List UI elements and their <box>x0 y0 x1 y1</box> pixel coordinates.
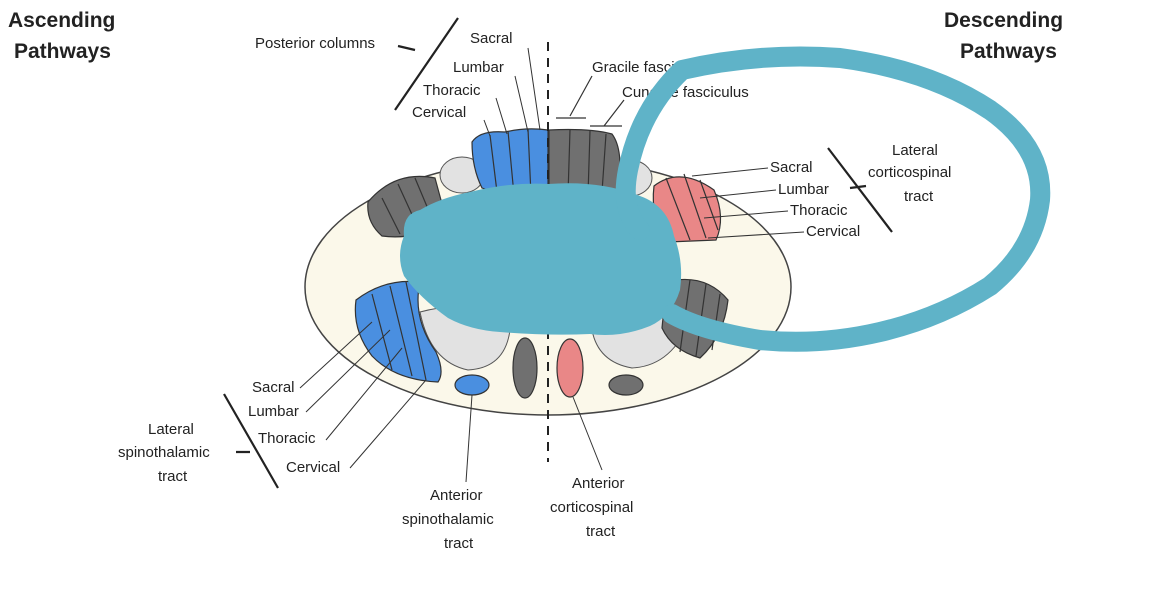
lcst-cervical-label: Cervical <box>806 223 860 240</box>
annotation-loop <box>615 46 1051 352</box>
lcst-lumbar-label: Lumbar <box>778 181 829 198</box>
ast-title-line2: spinothalamic <box>402 511 494 528</box>
gracile-cuneate-leaders <box>556 75 625 127</box>
lstt-leaders <box>299 321 427 469</box>
act-title-line3: tract <box>586 523 616 540</box>
descending-title-line1: Descending <box>944 9 1063 32</box>
posterior-leaders <box>483 47 541 137</box>
lstt-cervical-label: Cervical <box>286 459 340 476</box>
descending-title-line2: Pathways <box>960 40 1057 63</box>
act-title-line2: corticospinal <box>550 499 633 516</box>
anterior-gray-tract-left <box>512 337 538 399</box>
lcst-bracket <box>827 147 893 233</box>
cuneate-label: Cuneate fasciculus <box>622 84 749 101</box>
lstt-title-line1: Lateral <box>148 421 194 438</box>
lcst-title-line3: tract <box>904 188 934 205</box>
lcst-leaders <box>691 167 805 239</box>
lstt-bracket <box>223 393 279 489</box>
anterior-spinothalamic-tract-shape <box>454 374 490 396</box>
lateral-spinothalamic-tract <box>354 280 442 383</box>
ast-title-line1: Anterior <box>430 487 483 504</box>
lstt-thoracic-label: Thoracic <box>258 430 316 447</box>
ast-title-line3: tract <box>444 535 474 552</box>
anterior-corticospinal-leader <box>572 396 603 471</box>
annotation-blob <box>400 183 682 335</box>
anterior-corticospinal-tract-shape <box>556 338 584 398</box>
lcst-title-line2: corticospinal <box>868 164 951 181</box>
posterior-columns-leader <box>394 17 459 111</box>
lstt-title-line3: tract <box>158 468 188 485</box>
anterior-spinothalamic-leader <box>465 394 473 483</box>
posterior-lumbar-label: Lumbar <box>453 59 504 76</box>
lstt-lumbar-label: Lumbar <box>248 403 299 420</box>
lcst-sacral-label: Sacral <box>770 159 813 176</box>
anterior-gray-tract-right <box>608 374 644 396</box>
posterior-cervical-label: Cervical <box>412 104 466 121</box>
ascending-title-line1: Ascending <box>8 9 115 32</box>
lcst-title-line1: Lateral <box>892 142 938 159</box>
lcst-thoracic-label: Thoracic <box>790 202 848 219</box>
lstt-sacral-label: Sacral <box>252 379 295 396</box>
posterior-thoracic-label: Thoracic <box>423 82 481 99</box>
ascending-title-line2: Pathways <box>14 40 111 63</box>
posterior-sacral-label: Sacral <box>470 30 513 47</box>
posterior-columns-label: Posterior columns <box>255 35 375 52</box>
lstt-title-line2: spinothalamic <box>118 444 210 461</box>
act-title-line1: Anterior <box>572 475 625 492</box>
